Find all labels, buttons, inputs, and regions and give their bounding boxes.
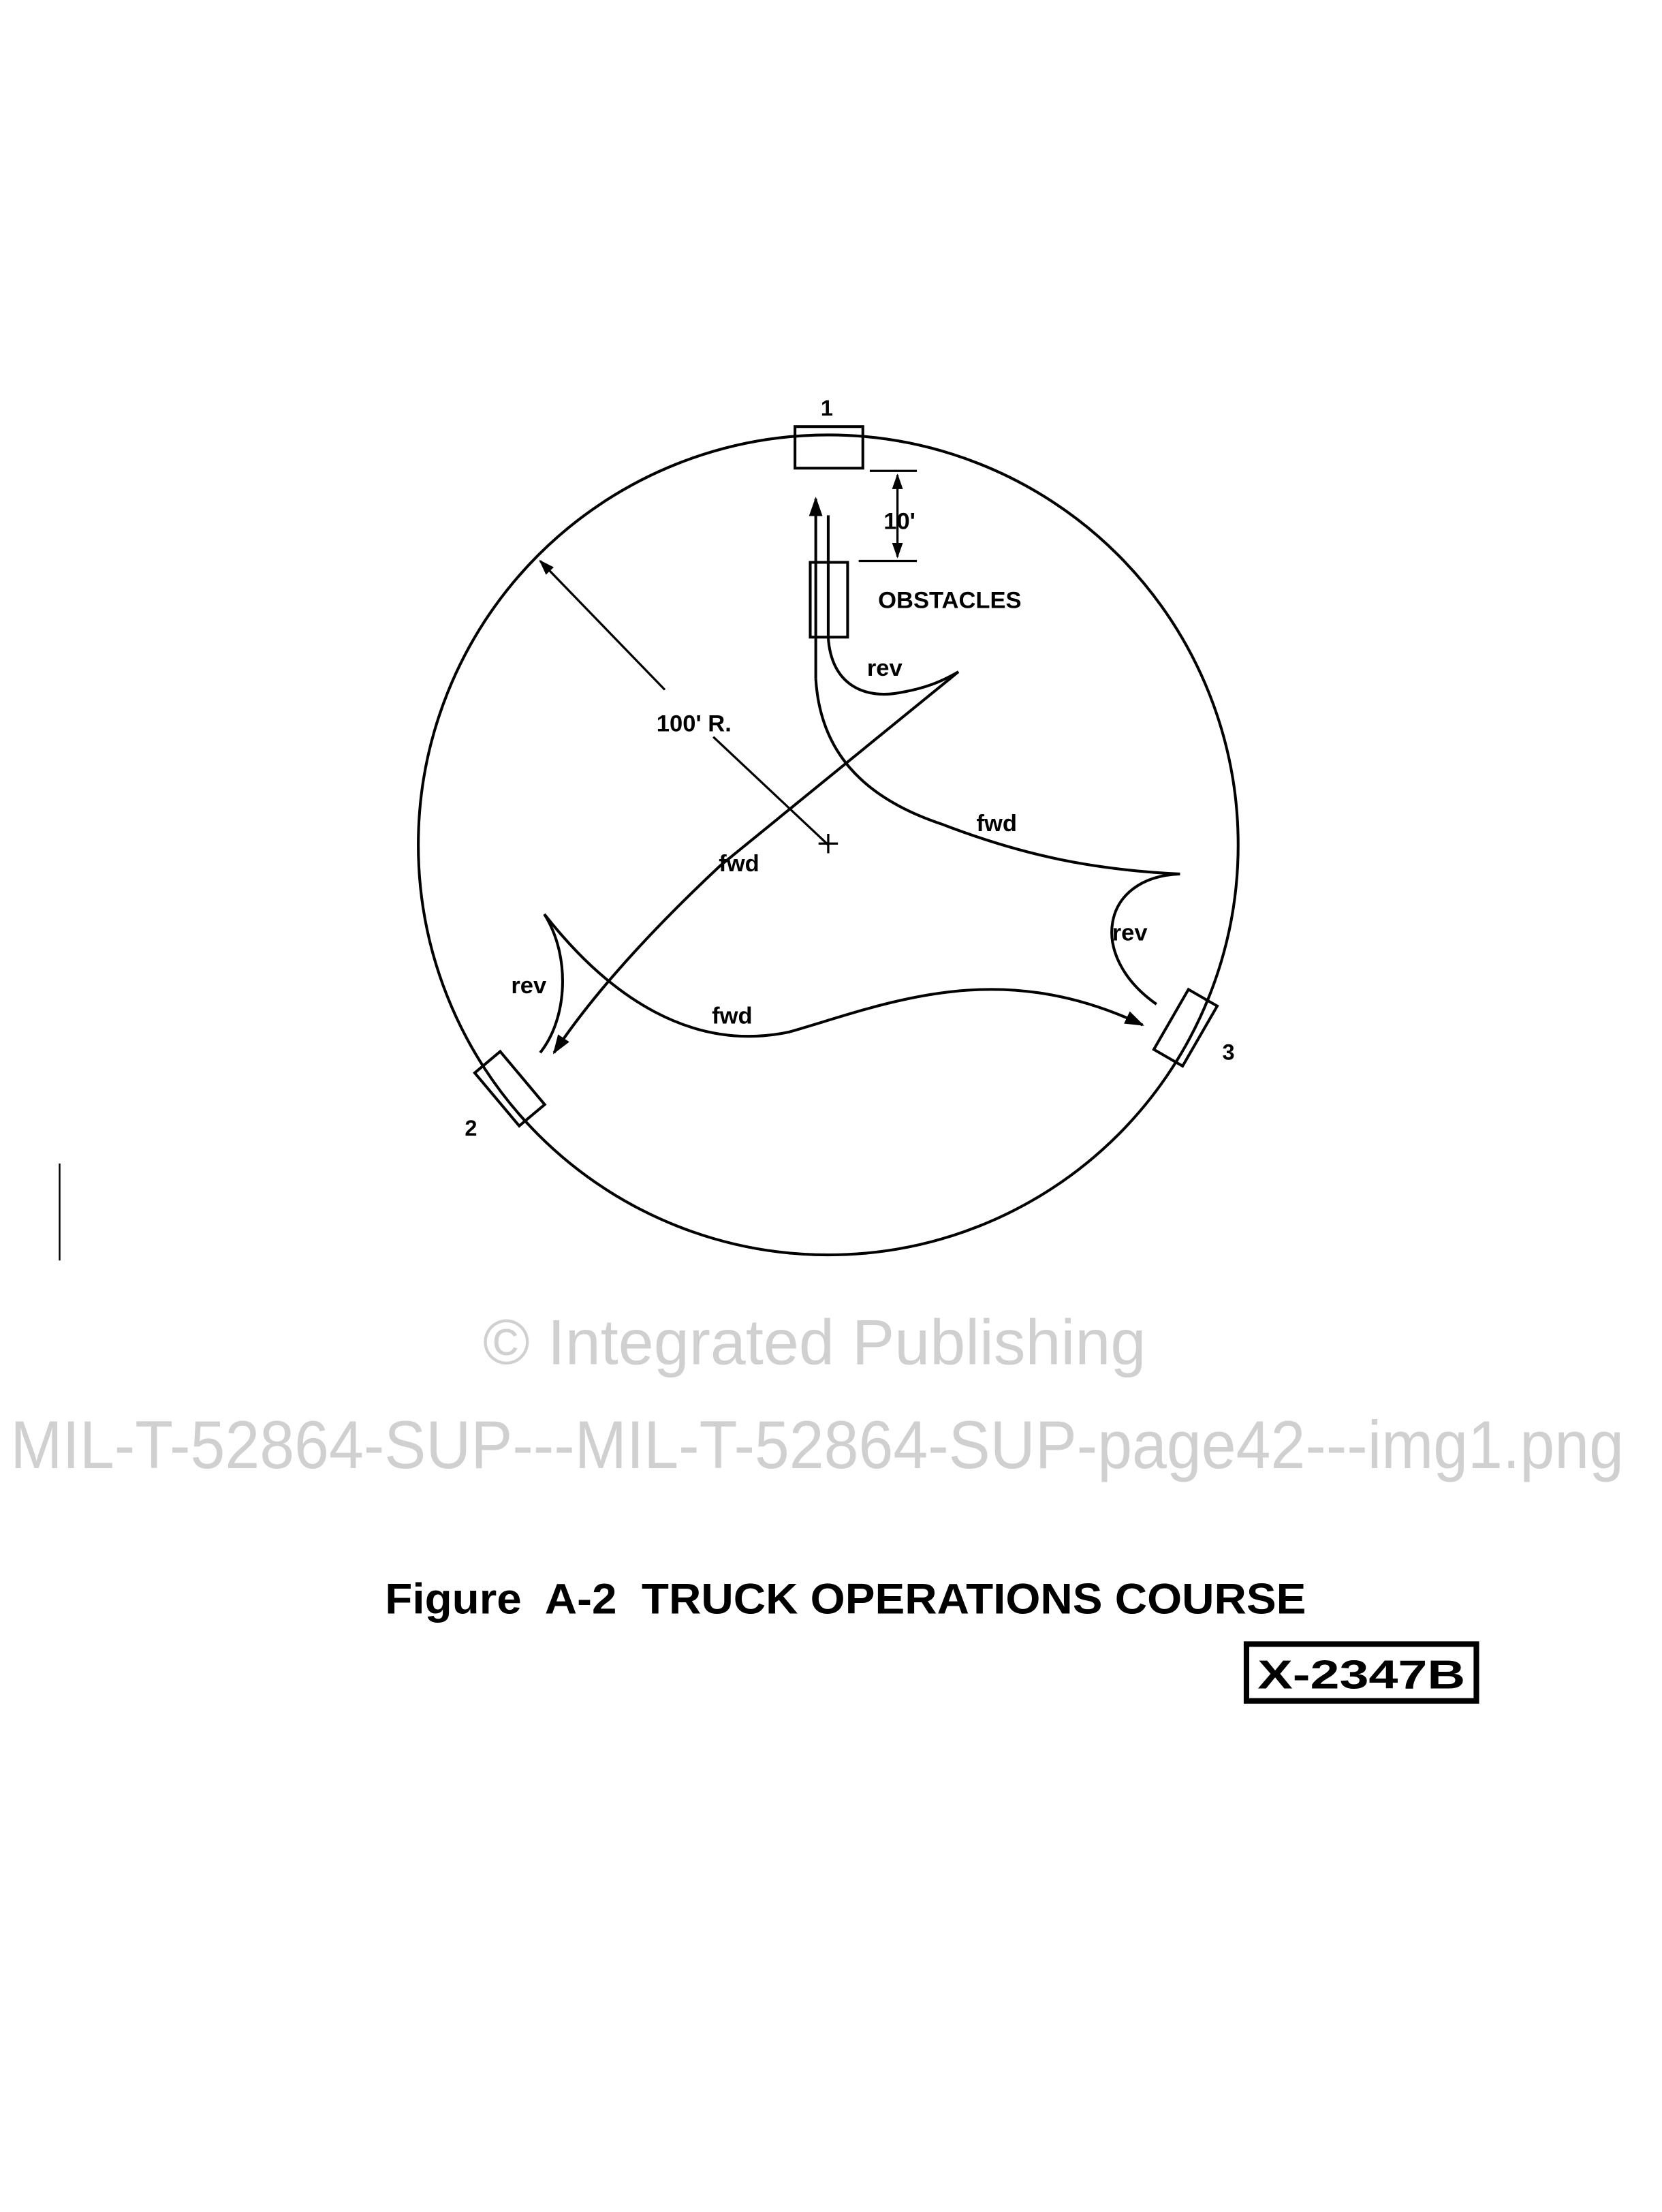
fwd-path-center [552, 670, 960, 1055]
figure-code: X-2347B [1257, 1653, 1465, 1697]
station-3-label: 3 [1222, 1040, 1234, 1064]
fwd-path-bottom [543, 913, 1145, 1038]
station-1-box [794, 425, 864, 470]
fwd-label-center: fwd [719, 851, 759, 877]
rev-label-top: rev [867, 655, 903, 681]
course-circle [417, 433, 1240, 1257]
station-1-label: 1 [821, 396, 833, 420]
figure-caption: Figure A-2 TRUCK OPERATIONS COURSE [385, 1576, 1306, 1623]
obstacles-label: OBSTACLES [878, 588, 1022, 614]
fwd-label-bottom: fwd [712, 1003, 752, 1029]
rev-path-left [539, 913, 564, 1054]
figure-code-box [1243, 1641, 1479, 1704]
radius-arrow-upper [539, 559, 666, 691]
rev-path-top [826, 637, 960, 696]
radius-label: 100' R. [657, 711, 732, 737]
center-plus-icon [818, 833, 838, 854]
watermark-filename: MIL-T-52864-SUP---MIL-T-52864-SUP-page42… [10, 1407, 1624, 1483]
rev-path-right [1110, 872, 1180, 1006]
fwd-path-right [814, 679, 1180, 875]
watermark-publisher: © Integrated Publishing [483, 1307, 1146, 1378]
station-3-box [1152, 987, 1219, 1068]
rev-label-left: rev [511, 973, 547, 999]
station-2-label: 2 [465, 1116, 477, 1140]
station-2-box [473, 1049, 547, 1128]
radius-line-lower [712, 736, 830, 846]
rev-label-right: rev [1112, 920, 1148, 946]
dimension-label: 10' [883, 509, 915, 535]
fwd-label-right: fwd [976, 811, 1016, 837]
